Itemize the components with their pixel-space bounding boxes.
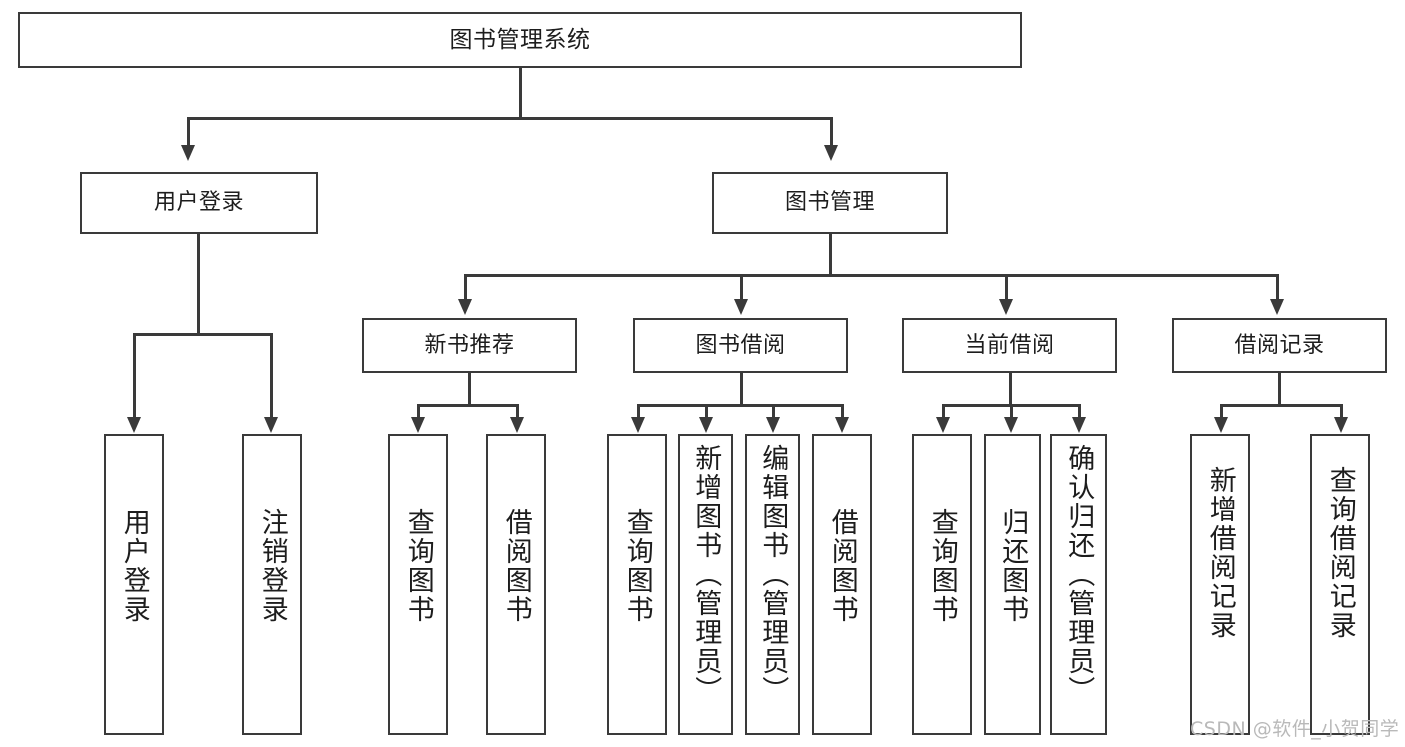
node-label: 借阅图书 bbox=[826, 508, 858, 624]
connector-book-manage-drop-4 bbox=[1276, 274, 1279, 301]
connector-root-drop-left bbox=[187, 117, 190, 147]
arrow-to-user-login bbox=[181, 145, 195, 161]
node-new-book-recommend[interactable]: 新书推荐 bbox=[362, 318, 577, 373]
arrow-to-new-book-recommend bbox=[458, 299, 472, 315]
connector-book-manage-bar bbox=[464, 274, 1278, 277]
connector-current-borrow-drop-3 bbox=[1078, 404, 1081, 419]
node-label: 当前借阅 bbox=[964, 332, 1055, 358]
connector-user-login-drop-1 bbox=[133, 333, 136, 419]
connector-book-borrow-drop-2 bbox=[705, 404, 708, 419]
connector-root-stem bbox=[519, 68, 522, 119]
connector-new-book-bar bbox=[417, 404, 519, 407]
connector-book-borrow-bar bbox=[637, 404, 843, 407]
arrow-to-leaf-logout-login bbox=[264, 417, 278, 433]
node-current-borrow[interactable]: 当前借阅 bbox=[902, 318, 1117, 373]
leaf-query-record[interactable]: 查询借阅记录 bbox=[1310, 434, 1370, 735]
arrow-to-leaf-borrow-book-1 bbox=[510, 417, 524, 433]
arrow-to-borrow-record bbox=[1270, 299, 1284, 315]
connector-borrow-record-drop-1 bbox=[1220, 404, 1223, 419]
arrow-to-leaf-borrow-book-2 bbox=[835, 417, 849, 433]
node-label: 查询图书 bbox=[402, 508, 434, 624]
connector-borrow-record-stem bbox=[1278, 373, 1281, 406]
node-label: 查询图书 bbox=[621, 508, 653, 624]
leaf-user-login[interactable]: 用户登录 bbox=[104, 434, 164, 735]
leaf-confirm-return[interactable]: 确认归还（管理员） bbox=[1050, 434, 1107, 735]
node-label: 注销登录 bbox=[256, 508, 288, 624]
node-label: 确认归还（管理员） bbox=[1063, 444, 1095, 705]
leaf-query-book-2[interactable]: 查询图书 bbox=[607, 434, 667, 735]
connector-root-drop-right bbox=[830, 117, 833, 147]
connector-book-manage-drop-3 bbox=[1005, 274, 1008, 301]
arrow-to-leaf-query-book-3 bbox=[936, 417, 950, 433]
connector-book-borrow-drop-3 bbox=[772, 404, 775, 419]
node-label: 图书管理 bbox=[784, 190, 875, 216]
connector-user-login-bar bbox=[133, 333, 270, 336]
arrow-to-leaf-query-book-1 bbox=[411, 417, 425, 433]
node-book-manage[interactable]: 图书管理 bbox=[712, 172, 948, 234]
arrow-to-leaf-add-record bbox=[1214, 417, 1228, 433]
connector-user-login-drop-2 bbox=[270, 333, 273, 419]
node-label: 查询借阅记录 bbox=[1324, 466, 1356, 640]
arrow-to-leaf-return-book bbox=[1004, 417, 1018, 433]
node-label: 用户登录 bbox=[118, 508, 150, 624]
node-book-borrow[interactable]: 图书借阅 bbox=[633, 318, 848, 373]
connector-book-manage-stem bbox=[829, 234, 832, 276]
node-label: 借阅图书 bbox=[500, 508, 532, 624]
connector-book-borrow-drop-1 bbox=[637, 404, 640, 419]
node-user-login[interactable]: 用户登录 bbox=[80, 172, 318, 234]
node-root-system[interactable]: 图书管理系统 bbox=[18, 12, 1022, 68]
arrow-to-leaf-user-login bbox=[127, 417, 141, 433]
leaf-return-book[interactable]: 归还图书 bbox=[984, 434, 1041, 735]
node-label: 查询图书 bbox=[926, 508, 958, 624]
leaf-edit-book[interactable]: 编辑图书（管理员） bbox=[745, 434, 800, 735]
connector-user-login-stem bbox=[197, 234, 200, 335]
leaf-logout-login[interactable]: 注销登录 bbox=[242, 434, 302, 735]
arrow-to-current-borrow bbox=[999, 299, 1013, 315]
arrow-to-leaf-query-record bbox=[1334, 417, 1348, 433]
arrow-to-book-borrow bbox=[734, 299, 748, 315]
leaf-borrow-book-2[interactable]: 借阅图书 bbox=[812, 434, 872, 735]
connector-borrow-record-drop-2 bbox=[1340, 404, 1343, 419]
connector-current-borrow-drop-2 bbox=[1010, 404, 1013, 419]
connector-new-book-drop-2 bbox=[516, 404, 519, 419]
leaf-add-record[interactable]: 新增借阅记录 bbox=[1190, 434, 1250, 735]
connector-book-manage-drop-2 bbox=[740, 274, 743, 301]
connector-root-bar bbox=[187, 117, 832, 120]
arrow-to-leaf-query-book-2 bbox=[631, 417, 645, 433]
node-label: 编辑图书（管理员） bbox=[757, 444, 789, 705]
connector-new-book-stem bbox=[468, 373, 471, 406]
connector-current-borrow-drop-1 bbox=[942, 404, 945, 419]
connector-borrow-record-bar bbox=[1220, 404, 1342, 407]
arrow-to-leaf-add-book bbox=[699, 417, 713, 433]
connector-book-borrow-stem bbox=[740, 373, 743, 406]
node-label: 图书借阅 bbox=[695, 332, 786, 358]
node-label: 新增借阅记录 bbox=[1204, 466, 1236, 640]
node-borrow-record[interactable]: 借阅记录 bbox=[1172, 318, 1387, 373]
node-label: 新书推荐 bbox=[424, 332, 515, 358]
node-label: 借阅记录 bbox=[1234, 332, 1325, 358]
node-label: 新增图书（管理员） bbox=[690, 444, 722, 705]
node-label: 归还图书 bbox=[997, 508, 1029, 624]
connector-book-borrow-drop-4 bbox=[841, 404, 844, 419]
connector-new-book-drop-1 bbox=[417, 404, 420, 419]
arrow-to-book-manage bbox=[824, 145, 838, 161]
leaf-query-book-3[interactable]: 查询图书 bbox=[912, 434, 972, 735]
arrow-to-leaf-edit-book bbox=[766, 417, 780, 433]
leaf-borrow-book-1[interactable]: 借阅图书 bbox=[486, 434, 546, 735]
leaf-add-book[interactable]: 新增图书（管理员） bbox=[678, 434, 733, 735]
leaf-query-book-1[interactable]: 查询图书 bbox=[388, 434, 448, 735]
arrow-to-leaf-confirm-return bbox=[1072, 417, 1086, 433]
connector-current-borrow-stem bbox=[1009, 373, 1012, 406]
connector-book-manage-drop-1 bbox=[464, 274, 467, 301]
node-label: 用户登录 bbox=[153, 190, 244, 216]
node-label: 图书管理系统 bbox=[449, 26, 591, 53]
